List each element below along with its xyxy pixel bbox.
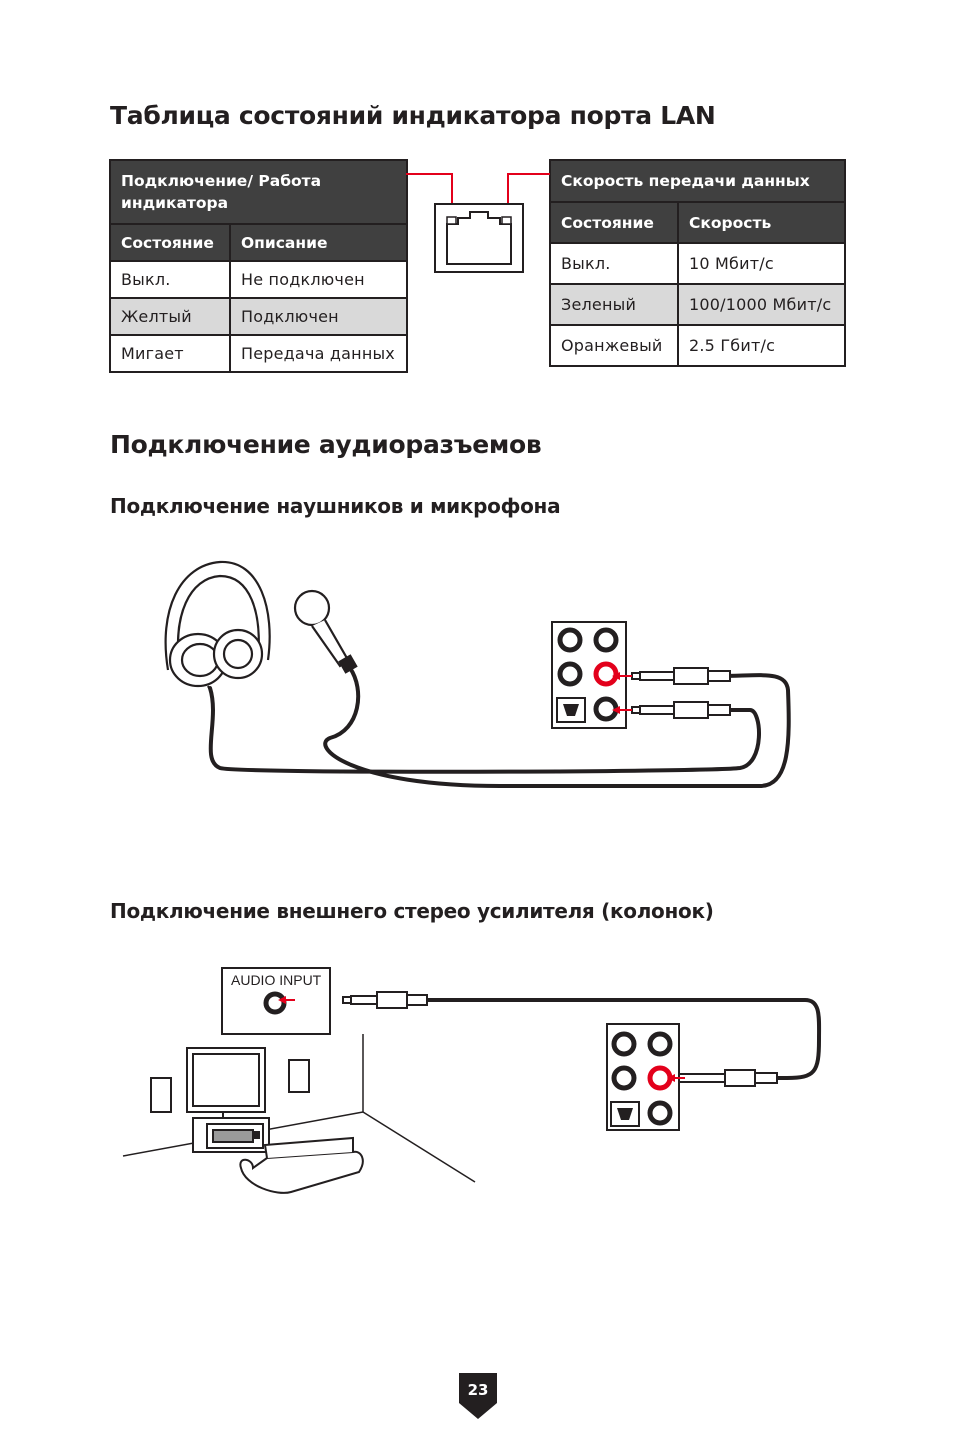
table-cell: Передача данных <box>229 334 408 373</box>
table-cell: Желтый <box>109 297 231 336</box>
page-number-badge <box>459 1373 497 1419</box>
table-cell: Зеленый <box>549 283 679 326</box>
amplifier-cable <box>342 991 822 1087</box>
lan-speed-table: Скорость передачи данных Состояние Скоро… <box>549 159 846 367</box>
table-cell: Подключен <box>229 297 408 336</box>
table-cell: Оранжевый <box>549 324 679 367</box>
table-cell: Выкл. <box>549 242 679 285</box>
audio-section-title: Подключение аудиоразъемов <box>110 430 542 459</box>
audio-jack-plugs <box>631 667 731 719</box>
tv-icon <box>186 1047 266 1118</box>
lan-link-header-description: Описание <box>229 223 408 262</box>
table-cell: Мигает <box>109 334 231 373</box>
headphones-mic-diagram <box>164 560 791 788</box>
table-row: Выкл. 10 Мбит/с <box>549 242 846 285</box>
table-cell: Не подключен <box>229 260 408 299</box>
headphones-icon <box>164 560 271 691</box>
audio-input-label: AUDIO INPUT <box>231 972 322 988</box>
headphones-subtitle: Подключение наушников и микрофона <box>110 494 561 518</box>
table-cell: Выкл. <box>109 260 231 299</box>
table-row: Желтый Подключен <box>109 297 408 336</box>
microphone-icon <box>293 589 358 674</box>
table-row: Выкл. Не подключен <box>109 260 408 299</box>
table-cell: 100/1000 Мбит/с <box>677 283 846 326</box>
lan-section-title: Таблица состояний индикатора порта LAN <box>110 101 716 130</box>
lan-speed-header-speed: Скорость <box>677 201 846 244</box>
lan-link-table-title: Подключение/ Работа индикатора <box>109 159 408 225</box>
audio-input-box: AUDIO INPUT <box>221 967 331 1035</box>
audio-port-panel <box>606 1023 685 1131</box>
audio-cables <box>208 666 791 788</box>
sofa-icon <box>239 1136 364 1194</box>
table-cell: 10 Мбит/с <box>677 242 846 285</box>
lan-speed-table-title: Скорость передачи данных <box>549 159 846 203</box>
table-cell: 2.5 Гбит/с <box>677 324 846 367</box>
table-row: Оранжевый 2.5 Гбит/с <box>549 324 846 367</box>
lan-link-table: Подключение/ Работа индикатора Состояние… <box>109 159 408 373</box>
speaker-icon <box>150 1059 310 1113</box>
table-row: Мигает Передача данных <box>109 334 408 373</box>
audio-port-panel <box>551 621 632 729</box>
amplifier-icon <box>192 1117 270 1153</box>
lan-speed-header-state: Состояние <box>549 201 679 244</box>
lan-port-icon <box>434 203 524 273</box>
page-number: 23 <box>467 1381 489 1399</box>
lan-link-header-state: Состояние <box>109 223 231 262</box>
amplifier-subtitle: Подключение внешнего стерео усилителя (к… <box>110 899 714 923</box>
lan-port-diagram <box>406 173 550 273</box>
amplifier-diagram: AUDIO INPUT <box>122 967 822 1194</box>
table-row: Зеленый 100/1000 Мбит/с <box>549 283 846 326</box>
